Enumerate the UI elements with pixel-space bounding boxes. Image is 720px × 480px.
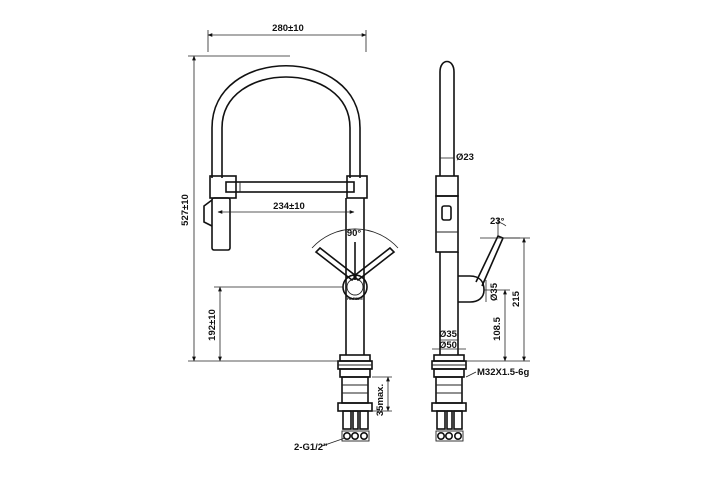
label-base-diameter-inner: Ø35: [439, 329, 458, 340]
fixing-plate: [337, 402, 373, 412]
label-hose-connection: 2-G1/2": [294, 442, 328, 453]
spray-head-collar: [209, 175, 237, 199]
hose-right: [359, 410, 369, 430]
brand-mark: HAFELE: [347, 296, 363, 301]
base-ring-top: [339, 354, 371, 362]
side-hose-left: [436, 410, 446, 430]
label-total-handle-height: 215: [511, 290, 522, 307]
side-hose-fitting-block: [435, 430, 464, 442]
spout-holder-arm: [225, 181, 355, 193]
label-handle-height: 192±10: [207, 309, 218, 341]
side-spray-button: [441, 205, 452, 221]
label-spout-reach: 234±10: [273, 201, 305, 212]
hose-fitting-2: [350, 431, 359, 440]
hose-left: [342, 410, 352, 430]
handle-left-position: [314, 246, 358, 282]
spout-inner: [221, 76, 351, 178]
side-hose-fitting-1: [436, 431, 445, 440]
label-shank-length: 35max.: [375, 384, 386, 416]
side-fixing-rod: [446, 410, 453, 430]
holder-clamp: [346, 175, 368, 199]
handle-knob-inner: [346, 278, 364, 296]
side-spray-collar: [435, 175, 459, 197]
label-spout-diameter: Ø23: [456, 152, 474, 163]
side-shank-nut: [435, 376, 463, 404]
label-body-diameter: Ø35: [489, 282, 500, 301]
dim-handle-tilt-arc: [497, 221, 507, 227]
handle-swing-arc: [311, 228, 399, 249]
front-view: HAFELE 280±10 527±10: [180, 23, 399, 453]
spout-outer: [211, 64, 361, 178]
label-mid-height: 108.5: [492, 316, 503, 340]
side-hose-fitting-3: [453, 431, 462, 440]
hose-fitting-3: [359, 431, 368, 440]
side-handle-lever: [475, 234, 505, 287]
side-hose-right: [453, 410, 463, 430]
handle-right-position: [352, 246, 396, 282]
base-ring-bottom: [339, 368, 371, 378]
side-base-ring-top: [433, 354, 465, 362]
label-handle-swing: 90°: [347, 228, 362, 239]
spray-head: [211, 197, 231, 251]
hose-fitting-1: [342, 431, 351, 440]
label-thread: M32X1.5-6g: [477, 367, 529, 378]
label-handle-tilt: 23°: [490, 216, 505, 227]
hose-fitting-block: [341, 430, 370, 442]
side-view: 23° Ø23 Ø35 215 108.5 Ø35: [431, 60, 530, 442]
label-base-diameter-outer: Ø50: [439, 340, 457, 351]
side-fixing-plate: [431, 402, 467, 412]
side-handle-knob: [458, 275, 485, 303]
label-overall-height: 527±10: [180, 194, 191, 226]
side-spout: [439, 60, 455, 176]
fixing-rod: [352, 410, 359, 430]
leader-hose-connection: [321, 437, 346, 447]
leader-thread: [465, 371, 477, 378]
shank-nut: [341, 376, 369, 404]
side-spray-head: [435, 195, 459, 253]
side-base-ring-bottom: [433, 368, 465, 378]
label-overall-width: 280±10: [272, 23, 304, 34]
side-hose-fitting-2: [444, 431, 453, 440]
spray-button: [203, 199, 213, 227]
